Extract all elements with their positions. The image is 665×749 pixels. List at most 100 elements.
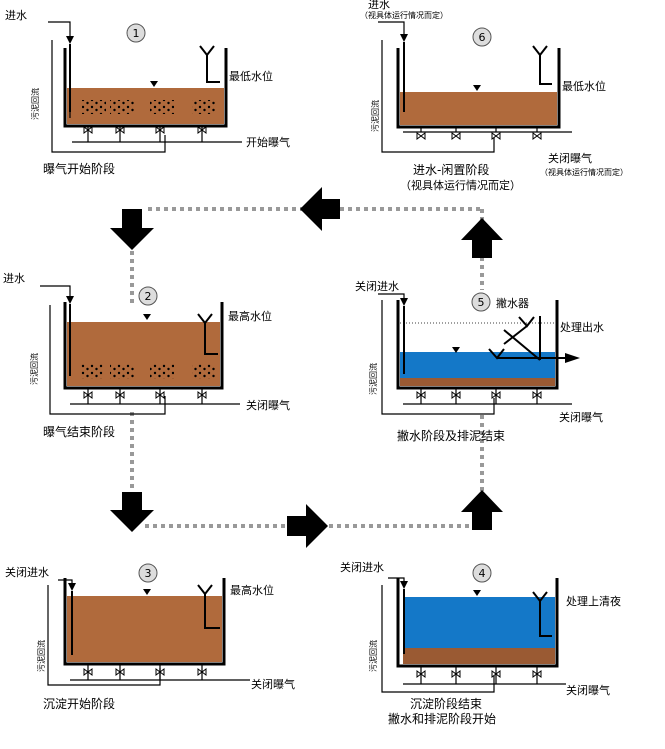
tank bbox=[396, 300, 559, 390]
aeration-valves bbox=[83, 126, 542, 678]
stage-4: 关闭进水 污泥回流 处理上清夜 关闭曝气 沉淀阶段结束 撇水和排泥阶段开始 4 bbox=[340, 560, 621, 726]
inflow-label: 进水 bbox=[5, 9, 27, 22]
valve-icon bbox=[197, 126, 207, 134]
inflow-pipe bbox=[378, 21, 405, 38]
aeration-label: 关闭曝气 bbox=[559, 410, 603, 424]
return-label: 污泥回流 bbox=[36, 640, 46, 672]
aeration-note: （视具体运行情况而定） bbox=[540, 167, 628, 177]
bubbles bbox=[110, 100, 134, 114]
inflow-pipe bbox=[40, 285, 71, 298]
inflow-label: 关闭进水 bbox=[340, 560, 384, 574]
bubbles bbox=[150, 364, 174, 379]
return-label: 污泥回流 bbox=[368, 363, 378, 395]
air-header bbox=[403, 666, 566, 685]
step-number-circle bbox=[138, 286, 158, 306]
valve-icon bbox=[83, 668, 93, 676]
arrow-up-right bbox=[461, 218, 503, 258]
arrow-down-left-top bbox=[110, 209, 154, 250]
valve-icon bbox=[83, 391, 93, 399]
valve-icon bbox=[416, 670, 426, 678]
tank bbox=[396, 578, 559, 668]
stage-caption: 曝气开始阶段 bbox=[43, 161, 115, 176]
stage-3: 关闭进水 污泥回流 最高水位 关闭曝气 沉淀开始阶段 3 bbox=[5, 563, 295, 711]
valve-icon bbox=[491, 391, 501, 399]
valve-icon bbox=[451, 391, 461, 399]
valve-icon bbox=[197, 391, 207, 399]
decanter-outlet bbox=[197, 313, 218, 355]
bubbles bbox=[192, 100, 216, 114]
valve-icon bbox=[155, 126, 165, 134]
outflow-label: 处理出水 bbox=[560, 320, 604, 334]
bubbles bbox=[110, 364, 134, 379]
valve-icon bbox=[416, 391, 426, 399]
tank bbox=[63, 48, 228, 128]
valve-icon bbox=[451, 670, 461, 678]
step-number: 1 bbox=[133, 27, 140, 40]
aeration-label: 关闭曝气 bbox=[566, 683, 610, 697]
return-label: 污泥回流 bbox=[368, 640, 378, 672]
arrow-up-right-bottom bbox=[461, 490, 503, 530]
step-number: 3 bbox=[145, 567, 152, 580]
valve-icon bbox=[532, 391, 542, 399]
stage-6: 进水 （视具体运行情况而定） 污泥回流 最低水位 关闭曝气 （视具体运行情况而定… bbox=[360, 0, 628, 192]
return-line bbox=[381, 300, 495, 415]
aeration-label: 关闭曝气 bbox=[251, 677, 295, 691]
inflow-label: 关闭进水 bbox=[5, 565, 49, 579]
level-label: 处理上清夜 bbox=[566, 594, 621, 608]
decanter-outlet bbox=[532, 591, 552, 637]
valve-icon bbox=[532, 132, 542, 140]
step-number: 2 bbox=[145, 290, 152, 303]
air-header bbox=[403, 127, 572, 133]
tank bbox=[63, 578, 226, 666]
aeration-label: 关闭曝气 bbox=[548, 151, 592, 165]
step-number: 6 bbox=[479, 31, 486, 44]
return-line bbox=[51, 40, 166, 153]
outflow-arrow bbox=[565, 353, 580, 363]
level-label: 最高水位 bbox=[228, 309, 272, 323]
decanter-outlet bbox=[199, 45, 220, 83]
decanter-outlet bbox=[532, 45, 552, 85]
bubbles bbox=[82, 100, 106, 114]
stage-5: 关闭进水 污泥回流 撇水器 处理出水 关闭曝气 撇水阶段及排泥结束 5 bbox=[355, 279, 604, 443]
valve-icon bbox=[155, 391, 165, 399]
valve-icon bbox=[491, 132, 501, 140]
air-header bbox=[70, 388, 240, 405]
stage-caption: 进水-闲置阶段 bbox=[413, 162, 489, 177]
stage-caption-note: （视具体运行情况而定） bbox=[400, 178, 521, 192]
air-header bbox=[72, 126, 242, 143]
inflow-label: 进水 bbox=[3, 272, 25, 285]
level-label: 最低水位 bbox=[562, 79, 606, 93]
valve-icon bbox=[155, 668, 165, 676]
return-label: 污泥回流 bbox=[370, 100, 380, 132]
stage-2: 进水 污泥回流 最高水位 关闭曝气 曝气结束阶段 2 bbox=[3, 272, 290, 439]
decanter-label: 撇水器 bbox=[496, 296, 529, 310]
level-label: 最高水位 bbox=[230, 583, 274, 597]
stage-caption: 沉淀开始阶段 bbox=[43, 696, 115, 711]
tank bbox=[63, 302, 224, 390]
air-header bbox=[403, 388, 572, 405]
aeration-label: 开始曝气 bbox=[246, 135, 290, 149]
valve-icon bbox=[491, 670, 501, 678]
stage-caption: 撇水阶段及排泥结束 bbox=[397, 428, 505, 443]
valve-icon bbox=[83, 126, 93, 134]
decanter bbox=[503, 316, 541, 361]
valve-icon bbox=[197, 668, 207, 676]
bubbles bbox=[80, 364, 104, 379]
valve-icon bbox=[532, 670, 542, 678]
arrow-right-bottom bbox=[287, 504, 328, 548]
stage-1: 进水 污泥回流 最低水位 开始曝气 曝气开始阶段 1 bbox=[5, 9, 290, 176]
arrow-down-left-bottom bbox=[110, 492, 154, 532]
valve-icon bbox=[115, 391, 125, 399]
stage-caption: 曝气结束阶段 bbox=[43, 424, 115, 439]
stage-caption-2: 撇水和排泥阶段开始 bbox=[388, 711, 496, 726]
arrow-left-top bbox=[300, 187, 340, 231]
step-number-circle bbox=[472, 563, 492, 583]
step-number: 5 bbox=[478, 296, 485, 309]
outflow-pipe bbox=[497, 316, 568, 360]
valve-icon bbox=[451, 132, 461, 140]
inflow-pipe bbox=[48, 21, 71, 40]
inflow-note: （视具体运行情况而定） bbox=[360, 10, 448, 20]
flow-arrows bbox=[110, 187, 503, 548]
valve-icon bbox=[115, 126, 125, 134]
